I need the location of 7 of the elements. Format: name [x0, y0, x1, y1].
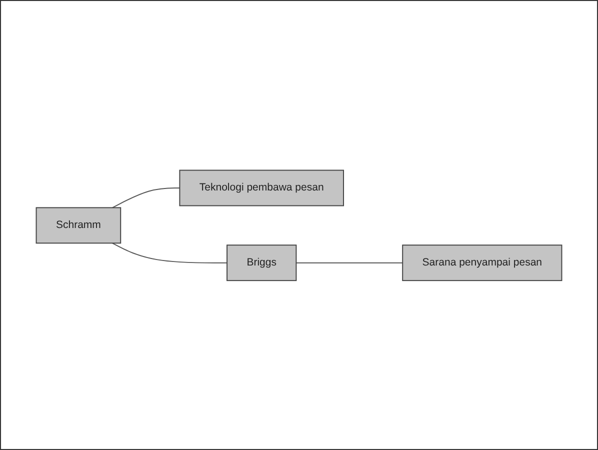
connector — [296, 262, 404, 263]
node-box: Teknologi pembawa pesan — [179, 169, 344, 206]
node-box: Schramm — [36, 206, 122, 244]
node-box: Sarana penyampai pesan — [402, 244, 562, 281]
node-box: Briggs — [226, 244, 297, 281]
connector — [112, 187, 180, 208]
connector — [112, 242, 228, 263]
